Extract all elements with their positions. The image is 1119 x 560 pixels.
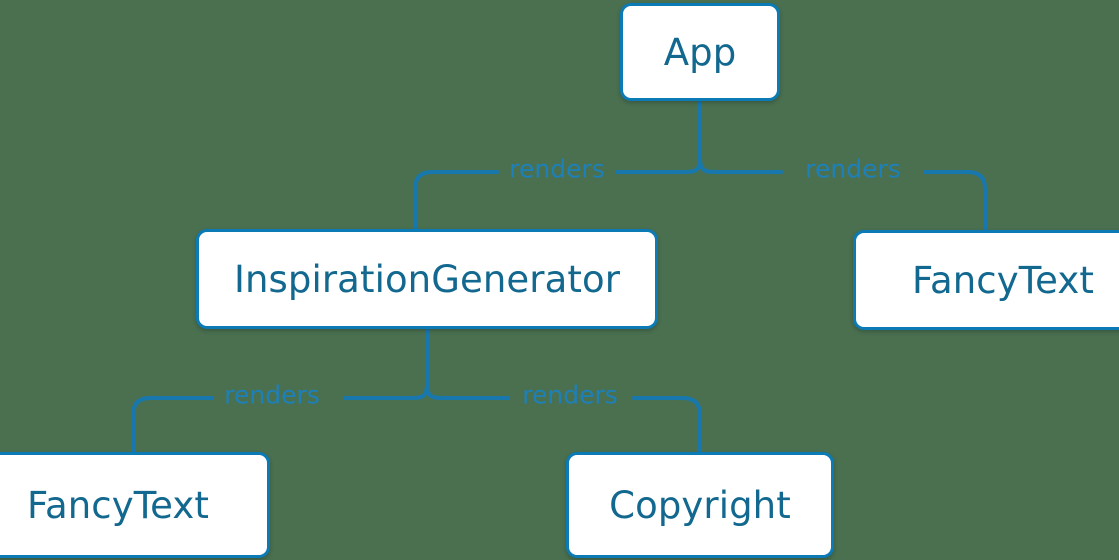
edge-app-to-fancytext-right	[715, 170, 987, 232]
node-app-label: App	[663, 30, 737, 74]
edge-app-fork-left	[681, 156, 702, 174]
edge-app-fork-right	[698, 156, 719, 174]
edge-inspiration-to-fancytext-left	[131, 396, 412, 454]
edge-label-inspiration-to-fancytext-left: renders	[224, 380, 320, 410]
node-fancytext-left-label: FancyText	[27, 483, 209, 527]
edge-inspiration-fork-right	[425, 382, 446, 400]
node-fancytext-left[interactable]: FancyText	[0, 452, 270, 558]
node-copyright-label: Copyright	[609, 483, 791, 527]
edge-label-app-to-inspiration: renders	[509, 154, 605, 184]
edge-inspiration-to-copyright	[442, 396, 702, 454]
node-inspiration-generator-label: InspirationGenerator	[233, 257, 621, 301]
edge-app-to-inspiration	[413, 170, 685, 231]
edge-label-inspiration-to-copyright: renders	[522, 380, 618, 410]
node-app[interactable]: App	[620, 3, 780, 101]
edge-label-app-to-fancytext-right: renders	[805, 154, 901, 184]
node-fancytext-right-label: FancyText	[912, 258, 1094, 302]
edge-inspiration-fork-left	[408, 382, 429, 400]
node-copyright[interactable]: Copyright	[566, 452, 834, 558]
node-fancytext-right[interactable]: FancyText	[853, 230, 1119, 330]
node-inspiration-generator[interactable]: InspirationGenerator	[196, 229, 658, 329]
